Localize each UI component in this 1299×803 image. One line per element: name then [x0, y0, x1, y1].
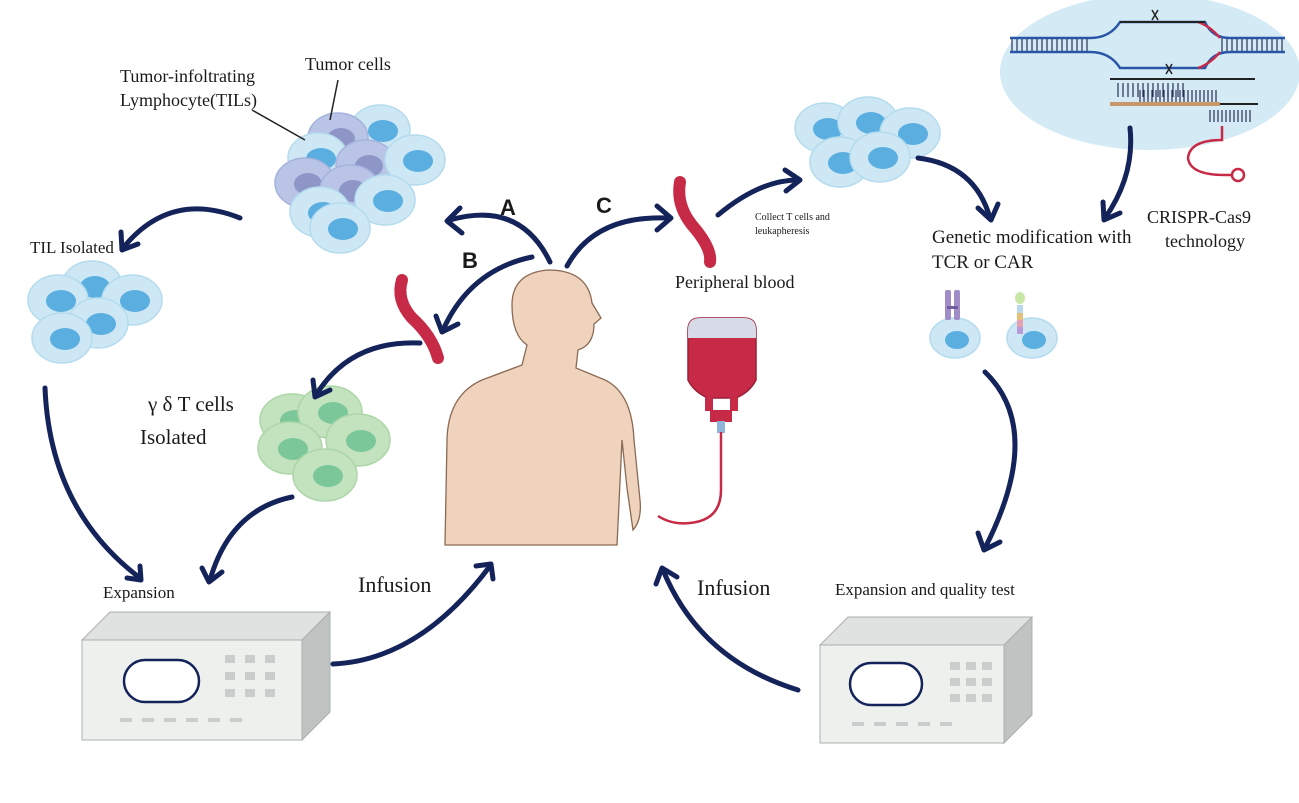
arrow-infusion-left — [330, 561, 496, 667]
infusion-right-label: Infusion — [697, 575, 771, 600]
arrow-cells-to-genetic-modification — [915, 155, 1001, 223]
arrow-blood-to-gamma-delta — [310, 340, 423, 400]
genetic-modification-line1: Genetic modification with — [932, 227, 1132, 248]
expansion-machine-right — [818, 615, 1034, 745]
arrow-modified-to-expansion — [975, 369, 1018, 553]
peripheral-blood-label: Peripheral blood — [675, 272, 795, 292]
arrow-crispr-to-genetic-modification — [1100, 125, 1134, 223]
car-modified-cell — [1006, 292, 1058, 359]
collect-label-line2: leukapheresis — [755, 226, 810, 237]
gamma-delta-label-line1: γ δ T cells — [148, 392, 234, 416]
til-isolated-cells — [27, 260, 163, 364]
tils-label-line1: Tumor-infoltrating — [120, 66, 255, 86]
route-b-label: B — [462, 248, 478, 273]
arrow-til-to-expansion — [42, 385, 144, 583]
collect-label-line1: Collect T cells and — [755, 212, 830, 223]
arrow-route-a — [444, 205, 553, 265]
gamma-delta-label-line2: Isolated — [140, 425, 207, 449]
expansion-machine-left — [80, 610, 332, 742]
tumor-cell-cluster — [274, 104, 446, 254]
tcr-modified-cell — [929, 290, 981, 359]
collected-t-cells — [794, 96, 941, 188]
arrow-route-c — [564, 203, 674, 269]
tumor-cells-label: Tumor cells — [305, 54, 391, 74]
tumor-pointer-lines — [251, 79, 339, 141]
expansion-right-label: Expansion and quality test — [835, 580, 1015, 599]
expansion-left-label: Expansion — [103, 583, 175, 602]
tils-label-line2: Lymphocyte(TILs) — [120, 90, 257, 110]
blood-strand-right — [673, 176, 717, 268]
crispr-label-line1: CRISPR-Cas9 — [1147, 207, 1252, 227]
crispr-label-line2: technology — [1165, 231, 1245, 251]
arrow-tumor-to-til — [118, 206, 243, 253]
arrow-infusion-right — [653, 565, 801, 693]
arrow-route-b — [433, 254, 535, 335]
human-silhouette — [444, 269, 641, 546]
route-c-label: C — [596, 193, 612, 218]
crispr-illustration — [1000, 0, 1299, 183]
arrow-gamma-delta-to-expansion — [199, 494, 295, 585]
gamma-delta-cells — [257, 385, 391, 502]
route-a-label: A — [500, 195, 516, 220]
arrow-blood-to-collected-cells — [715, 167, 803, 218]
til-isolated-label: TIL Isolated — [30, 238, 114, 257]
infusion-left-label: Infusion — [358, 572, 432, 597]
blood-bag — [657, 317, 757, 525]
genetic-modification-line2: TCR or CAR — [932, 252, 1034, 273]
blood-strand-left — [394, 274, 444, 364]
